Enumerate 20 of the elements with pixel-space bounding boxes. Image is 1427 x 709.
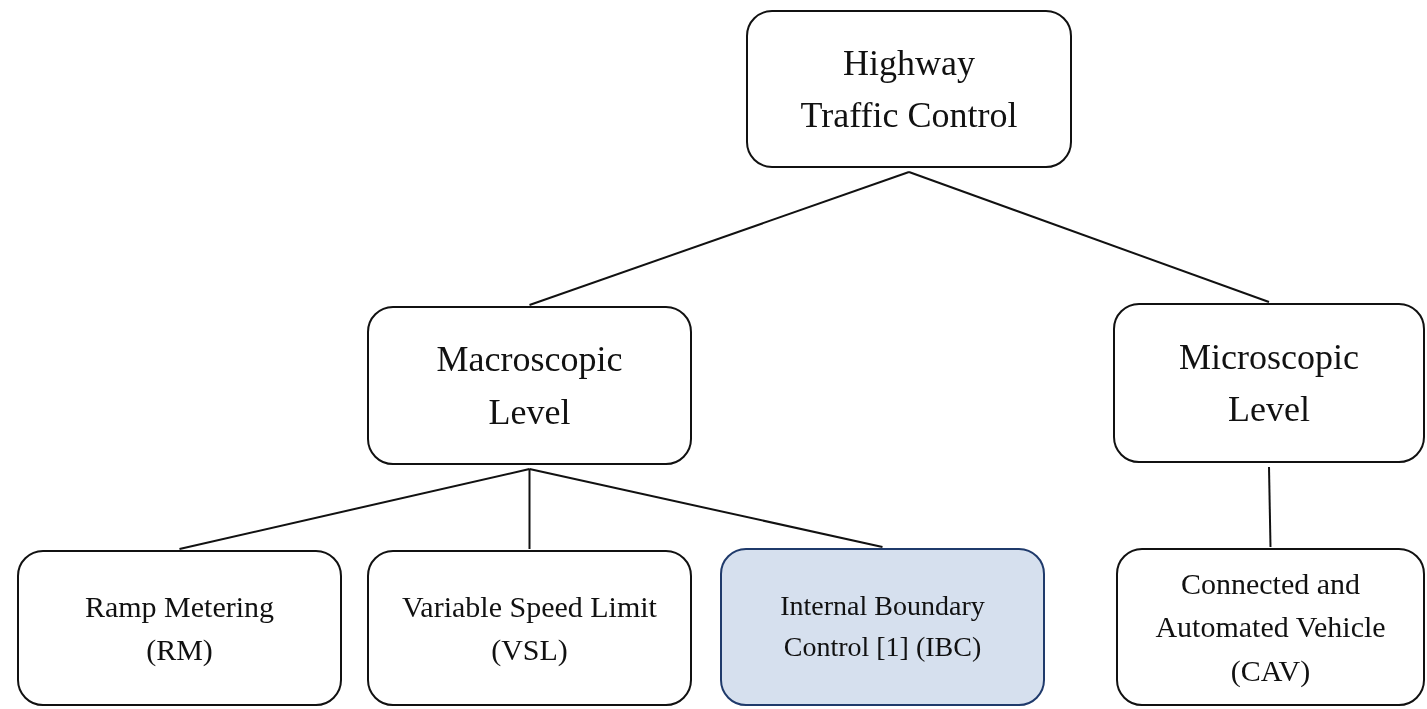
connector-line <box>528 468 884 548</box>
connector-line <box>178 468 531 550</box>
method-box <box>367 550 692 706</box>
node-label: Macroscopic Level <box>435 338 624 434</box>
level-box <box>1113 303 1425 463</box>
node-label: Microscopic Level <box>1178 335 1360 431</box>
connector-line <box>1268 466 1272 548</box>
method-box <box>17 550 342 706</box>
level-box <box>367 306 692 465</box>
node-label: Connected and Automated Vehicle (CAV) <box>1154 565 1387 689</box>
node-label: Variable Speed Limit (VSL) <box>401 588 658 668</box>
highlighted-method-box <box>720 548 1045 706</box>
connector-line <box>528 468 531 550</box>
connector-line <box>908 171 1270 303</box>
root-box <box>746 10 1072 168</box>
connector-line <box>528 171 910 306</box>
node-label: Internal Boundary Control [1] (IBC) <box>779 589 986 664</box>
node-label: Highway Traffic Control <box>799 41 1019 137</box>
method-box <box>1116 548 1425 706</box>
node-label: Ramp Metering (RM) <box>83 588 276 668</box>
